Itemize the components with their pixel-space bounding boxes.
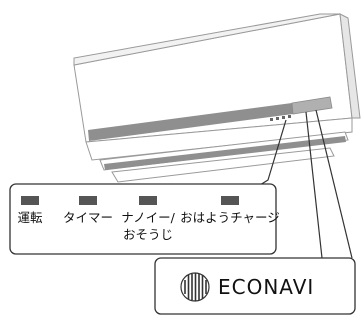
indicator-label: 運転 bbox=[17, 210, 43, 225]
unit-top-edge bbox=[73, 13, 341, 66]
indicator-callout-box bbox=[9, 183, 277, 255]
econavi-leader-line-right bbox=[315, 109, 353, 259]
indicator-lamp bbox=[21, 196, 39, 205]
lamp-dot bbox=[270, 118, 273, 121]
econavi-sensor-panel bbox=[291, 96, 333, 115]
unit-air-deflector bbox=[111, 147, 335, 183]
econavi-callout: ECONAVI bbox=[154, 257, 356, 315]
lamp-dot bbox=[288, 115, 291, 118]
indicator-label: ナノイー/ bbox=[121, 210, 175, 225]
unit-lower-body bbox=[85, 117, 353, 161]
econavi-sensor-icon bbox=[180, 272, 210, 302]
indicator-label: タイマー bbox=[63, 210, 113, 225]
unit-indicator-lamps bbox=[270, 115, 291, 121]
unit-upper-stripe bbox=[88, 103, 293, 141]
unit-louver-stripe bbox=[104, 136, 346, 170]
lamp-dot bbox=[282, 116, 285, 119]
econavi-logo-text: ECONAVI bbox=[218, 275, 314, 299]
indicator-callout: 運転 タイマーナノイー/おそうじおはようチャージ bbox=[9, 183, 280, 255]
indicator-label: おはようチャージ bbox=[180, 210, 280, 225]
econavi-callout-box bbox=[154, 257, 356, 315]
indicator-lamp bbox=[139, 196, 157, 205]
indicator-lamp bbox=[79, 196, 97, 205]
indicator-lamp bbox=[221, 196, 239, 205]
econavi-leader-line-left bbox=[305, 111, 323, 259]
lamp-dot bbox=[276, 117, 279, 120]
indicator-label-line2: おそうじ bbox=[123, 227, 173, 242]
air-conditioner-unit bbox=[73, 13, 361, 183]
unit-right-side bbox=[339, 13, 361, 119]
indicator-group: 運転 タイマーナノイー/おそうじおはようチャージ bbox=[17, 196, 280, 242]
